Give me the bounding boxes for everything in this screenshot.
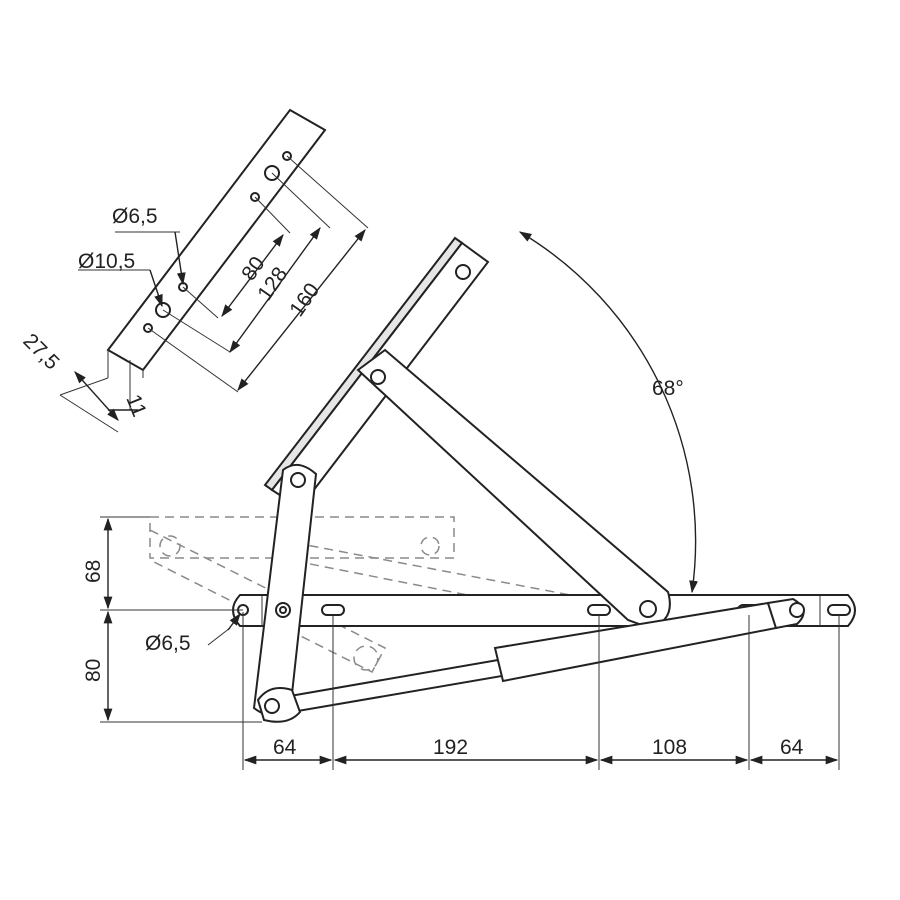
- angle-dimension: [518, 231, 698, 594]
- vertical-dimensions: [100, 516, 262, 723]
- gas-spring: [256, 597, 805, 723]
- pivot-plate: [279, 606, 287, 614]
- dim-64-right: 64: [780, 736, 804, 759]
- short-link: [252, 463, 318, 718]
- dim-27-5-bracket: 27,5: [18, 329, 63, 374]
- horizontal-dimensions: [242, 612, 840, 770]
- angle-label: 68°: [652, 377, 684, 400]
- dim-11-bracket: 11: [121, 391, 150, 420]
- dim-80-vertical: 80: [82, 659, 105, 682]
- mounting-bracket: [106, 108, 327, 378]
- dim-160-bracket: 160: [285, 279, 324, 321]
- dim-64-left: 64: [273, 736, 297, 759]
- base-slot-4: [827, 604, 851, 616]
- bracket-dimensions: [59, 155, 369, 433]
- dim-108: 108: [652, 736, 687, 759]
- base-slot-2: [587, 604, 611, 616]
- base-slot-1: [321, 604, 345, 616]
- hole-large-label: Ø10,5: [78, 250, 135, 273]
- long-link: [356, 348, 671, 630]
- hole-small-label: Ø6,5: [112, 205, 158, 228]
- dim-192: 192: [433, 736, 468, 759]
- hole-base-label: Ø6,5: [145, 632, 191, 655]
- dim-68-vertical: 68: [82, 560, 105, 583]
